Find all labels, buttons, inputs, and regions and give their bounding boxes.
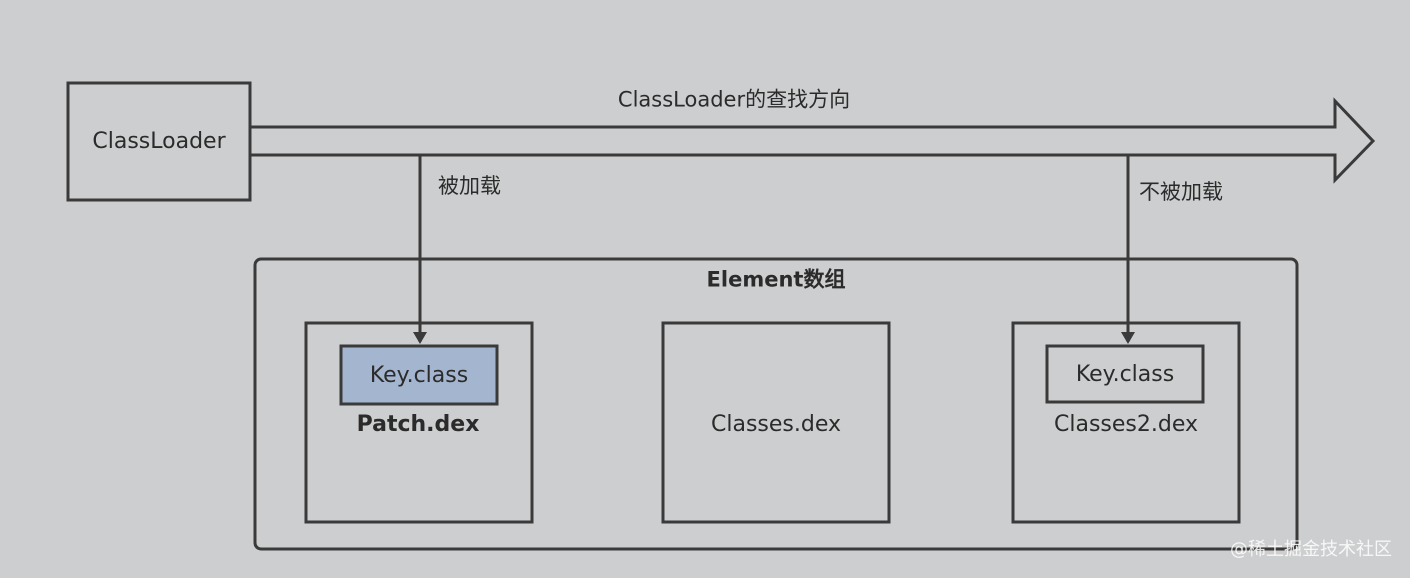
patch-key-class-label: Key.class (369, 363, 469, 388)
element-array-label: Element数组 (706, 267, 846, 292)
classes2-dex-label: Classes2.dex (1054, 412, 1198, 437)
patch-dex-label: Patch.dex (356, 412, 480, 437)
direction-label: ClassLoader的查找方向 (617, 87, 851, 112)
classes-dex-label: Classes.dex (710, 412, 842, 437)
classes2-dex-box (1011, 321, 1241, 524)
watermark: @稀土掘金技术社区 (1230, 539, 1392, 560)
classloader-box (66, 81, 252, 202)
element-array-container (253, 257, 1299, 551)
classes2-key-class-box (1045, 344, 1205, 404)
patch-key-class-box (339, 344, 499, 406)
not-loaded-label: 不被加载 (1139, 180, 1223, 204)
classloader-label: ClassLoader (92, 129, 226, 154)
classes-dex-box (661, 321, 891, 524)
search-direction-arrow (250, 97, 1376, 184)
classes2-key-class-label: Key.class (1075, 362, 1175, 387)
loaded-label: 被加载 (438, 174, 501, 198)
